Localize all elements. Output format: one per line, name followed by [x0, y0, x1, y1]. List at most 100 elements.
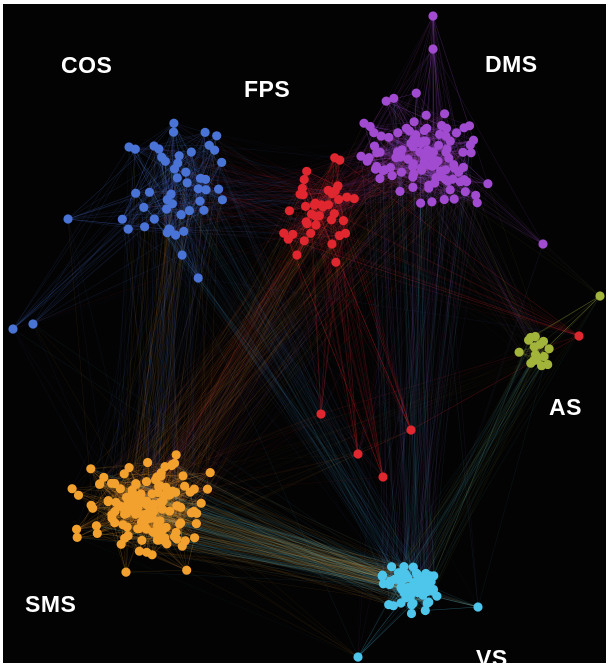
node-sms [167, 459, 177, 469]
node-sms [118, 520, 128, 530]
node-sms [95, 479, 105, 489]
node-sms [123, 531, 133, 541]
node-fps [327, 239, 337, 249]
node-dms [430, 160, 440, 170]
node-cos [172, 173, 182, 183]
node-sms [141, 509, 151, 519]
node-sms [132, 496, 142, 506]
node-cos [214, 184, 224, 194]
node-dms [370, 164, 380, 174]
node-dms [466, 148, 476, 158]
node-dms [437, 120, 447, 131]
cluster-label-as: AS [549, 394, 582, 420]
node-dms [464, 121, 475, 131]
node-sms [86, 500, 96, 510]
node-sms [133, 524, 143, 534]
node-cos [144, 187, 155, 197]
node-as [538, 336, 549, 346]
node-fps [316, 409, 326, 419]
node-as [530, 350, 541, 360]
node-dms [393, 147, 403, 157]
node-dms [404, 126, 415, 136]
node-fps [301, 201, 311, 211]
node-dms [451, 128, 462, 138]
node-dms [376, 131, 386, 141]
node-sms [157, 504, 167, 514]
node-sms [134, 546, 144, 556]
node-sms [161, 522, 171, 533]
node-cos [63, 214, 73, 224]
node-dms [459, 175, 469, 185]
node-sms [147, 489, 157, 499]
node-fps [323, 200, 333, 210]
node-cos [162, 195, 172, 205]
node-sms [121, 567, 131, 577]
node-cos [28, 319, 38, 329]
node-dms [441, 175, 451, 185]
node-dms [449, 194, 459, 204]
node-dms [436, 166, 446, 176]
node-dms [445, 136, 455, 146]
node-dms [460, 187, 470, 197]
node-fps [299, 236, 309, 246]
node-dms [384, 132, 394, 142]
node-vs [353, 652, 363, 662]
node-dms [538, 239, 548, 249]
node-sms [72, 524, 82, 534]
edges-layer [12, 15, 601, 658]
node-vs [425, 571, 435, 581]
node-dms [449, 160, 459, 170]
node-dms [395, 186, 405, 196]
node-vs [399, 562, 409, 572]
node-fps [338, 216, 348, 226]
node-as [524, 335, 534, 345]
node-dms [425, 151, 435, 161]
node-sms [180, 481, 190, 491]
node-cos [182, 178, 192, 188]
node-cos [165, 225, 175, 235]
node-fps [298, 190, 308, 200]
node-as [529, 342, 539, 352]
node-cos [177, 250, 187, 260]
node-sms [175, 519, 185, 529]
node-vs [473, 602, 483, 612]
node-sms [190, 533, 200, 543]
node-fps [329, 209, 339, 219]
node-vs [402, 572, 413, 583]
network-graph [8, 11, 605, 662]
node-sms [156, 468, 166, 478]
node-cos [184, 206, 194, 216]
node-dms [408, 182, 418, 192]
node-fps [342, 192, 352, 202]
node-sms [142, 524, 152, 534]
node-cos [204, 140, 214, 150]
node-cos [173, 158, 183, 168]
node-cos [131, 188, 141, 198]
node-fps [309, 200, 319, 210]
node-vs [422, 598, 432, 609]
node-dms [434, 140, 444, 150]
node-sms [92, 528, 102, 539]
node-dms [375, 173, 385, 184]
node-dms [416, 198, 426, 208]
node-dms [409, 134, 419, 144]
node-dms [471, 190, 481, 200]
node-fps [327, 188, 337, 199]
node-dms [417, 165, 427, 175]
node-sms [72, 532, 82, 543]
node-fps [353, 449, 363, 459]
node-sms [143, 457, 153, 468]
node-cos [193, 273, 203, 283]
node-fps [406, 425, 416, 435]
node-sms [110, 518, 120, 528]
node-sms [151, 475, 161, 485]
node-sms [141, 477, 152, 487]
node-cos [8, 324, 18, 334]
node-cos [179, 226, 189, 236]
network-diagram: COS FPS DMS AS SMS VS [3, 4, 606, 667]
node-sms [171, 450, 181, 460]
node-sms [169, 532, 180, 542]
cluster-label-cos: COS [61, 52, 113, 78]
node-dms [369, 128, 379, 138]
